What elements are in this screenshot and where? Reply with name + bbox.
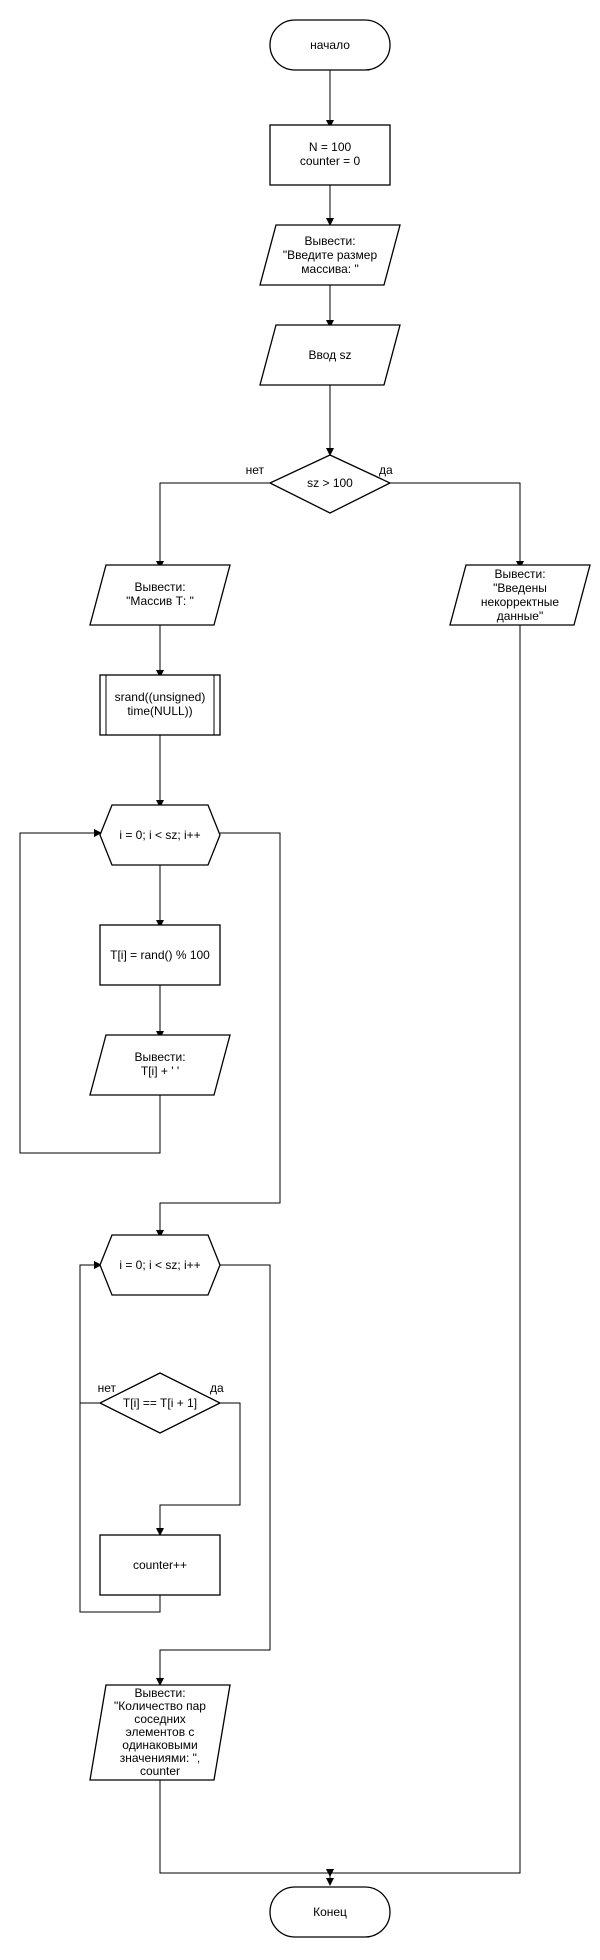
process-shape: [269, 124, 391, 186]
loop-shape: [99, 804, 221, 866]
node-result-line-6: counter: [140, 1764, 180, 1778]
node-prompt-line-0: Вывести:: [304, 234, 355, 248]
node-srand[interactable]: srand((unsigned) time(NULL)): [99, 674, 221, 736]
edge-merge: [159, 625, 521, 1874]
edge-loop2-back: [79, 1264, 96, 1403]
check-yes-label: да: [379, 463, 393, 477]
arrowhead: [94, 829, 102, 837]
node-assign[interactable]: T[i] = rand() % 100: [99, 924, 221, 986]
node-out-elem-line-1: T[i] + ' ': [141, 1064, 179, 1078]
node-start-line-0: начало: [310, 38, 350, 52]
edge-loop1-back: [19, 832, 161, 1154]
process-shape: [99, 924, 221, 986]
node-prompt[interactable]: Вывести: "Введите размер массива: ": [259, 224, 401, 286]
check-no-label: нет: [246, 463, 265, 477]
subroutine-shape: [99, 674, 221, 736]
node-result-line-5: значениями: ",: [120, 1751, 201, 1765]
node-result-line-1: "Количество пар: [114, 1699, 206, 1713]
connectors: [19, 70, 521, 1880]
node-loop1[interactable]: i = 0; i < sz; i++: [99, 804, 221, 866]
node-compare-line-0: T[i] == T[i + 1]: [123, 1396, 197, 1410]
node-assign-line-0: T[i] = rand() % 100: [110, 948, 210, 962]
edge-loop1-exit: [159, 832, 281, 1232]
edge-check-no: [159, 482, 270, 563]
node-increment-line-0: counter++: [133, 1558, 187, 1572]
node-prompt-line-1: "Введите размер: [283, 248, 378, 262]
node-init[interactable]: N = 100 counter = 0: [269, 124, 391, 186]
io-shape: [89, 564, 231, 626]
io-shape: [259, 224, 401, 286]
arrowhead: [326, 1869, 334, 1877]
node-error-line-0: Вывести:: [494, 567, 545, 581]
node-init-line-0: N = 100: [309, 140, 352, 154]
node-out-array-line-0: Вывести:: [134, 580, 185, 594]
node-error[interactable]: Вывести: "Введены некорректные данные": [449, 564, 591, 626]
arrowhead: [156, 920, 164, 928]
node-input-line-0: Ввод sz: [309, 348, 352, 362]
arrowhead: [326, 448, 334, 456]
node-result-line-0: Вывести:: [134, 1686, 185, 1700]
node-prompt-line-2: массива: ": [301, 262, 358, 276]
node-compare[interactable]: T[i] == T[i + 1]: [98, 1372, 222, 1434]
node-init-line-1: counter = 0: [300, 154, 361, 168]
node-result-line-4: одинаковыми: [122, 1738, 197, 1752]
terminator-shape: [269, 1886, 391, 1938]
decision-shape: [268, 454, 392, 514]
node-out-array[interactable]: Вывести: "Массив Т: ": [89, 564, 231, 626]
node-result[interactable]: Вывести: "Количество пар соседних элемен…: [89, 1684, 231, 1781]
node-out-elem[interactable]: Вывести: T[i] + ' ': [89, 1034, 231, 1096]
node-out-array-line-1: "Массив Т: ": [126, 594, 194, 608]
node-error-line-1: "Введены: [493, 581, 547, 595]
node-input[interactable]: Ввод sz: [259, 324, 401, 386]
io-shape: [89, 1684, 231, 1781]
arrowhead: [156, 800, 164, 808]
node-srand-line-1: time(NULL)): [127, 704, 192, 718]
arrowheads: [94, 120, 524, 1886]
node-loop2-line-0: i = 0; i < sz; i++: [119, 1258, 200, 1272]
arrowhead: [326, 320, 334, 328]
arrowhead: [326, 120, 334, 128]
node-out-elem-line-0: Вывести:: [134, 1050, 185, 1064]
node-result-line-3: элементов с: [126, 1725, 195, 1739]
process-shape: [99, 1534, 221, 1596]
edge-check-yes: [390, 482, 521, 563]
decision-shape: [98, 1372, 222, 1434]
io-shape: [259, 324, 401, 386]
arrowhead: [326, 218, 334, 226]
node-end[interactable]: Конец: [269, 1886, 391, 1938]
node-error-line-2: некорректные: [481, 595, 560, 609]
node-increment[interactable]: counter++: [99, 1534, 221, 1596]
edge-compare-yes: [159, 1402, 241, 1530]
arrowhead: [156, 670, 164, 678]
node-loop1-line-0: i = 0; i < sz; i++: [119, 828, 200, 842]
node-check[interactable]: sz > 100: [268, 454, 392, 514]
node-result-line-2: соседних: [134, 1712, 186, 1726]
terminator-shape: [269, 19, 391, 71]
arrowhead: [326, 1878, 334, 1886]
edge-compare-no: [79, 1402, 161, 1613]
compare-yes-label: да: [210, 1381, 224, 1395]
arrowhead: [156, 1678, 164, 1686]
arrowhead: [156, 1230, 164, 1238]
loop-shape: [99, 1234, 221, 1296]
node-check-line-0: sz > 100: [307, 476, 353, 490]
node-loop2[interactable]: i = 0; i < sz; i++: [99, 1234, 221, 1296]
edge-loop2-exit: [159, 1264, 271, 1680]
io-shape: [89, 1034, 231, 1096]
node-error-line-3: данные": [497, 609, 544, 623]
node-start[interactable]: начало: [269, 19, 391, 71]
arrowhead: [94, 1261, 102, 1269]
node-srand-line-0: srand((unsigned): [115, 690, 206, 704]
compare-no-label: нет: [98, 1381, 117, 1395]
io-shape: [449, 564, 591, 626]
arrowhead: [156, 1528, 164, 1536]
node-end-line-0: Конец: [313, 1905, 347, 1919]
